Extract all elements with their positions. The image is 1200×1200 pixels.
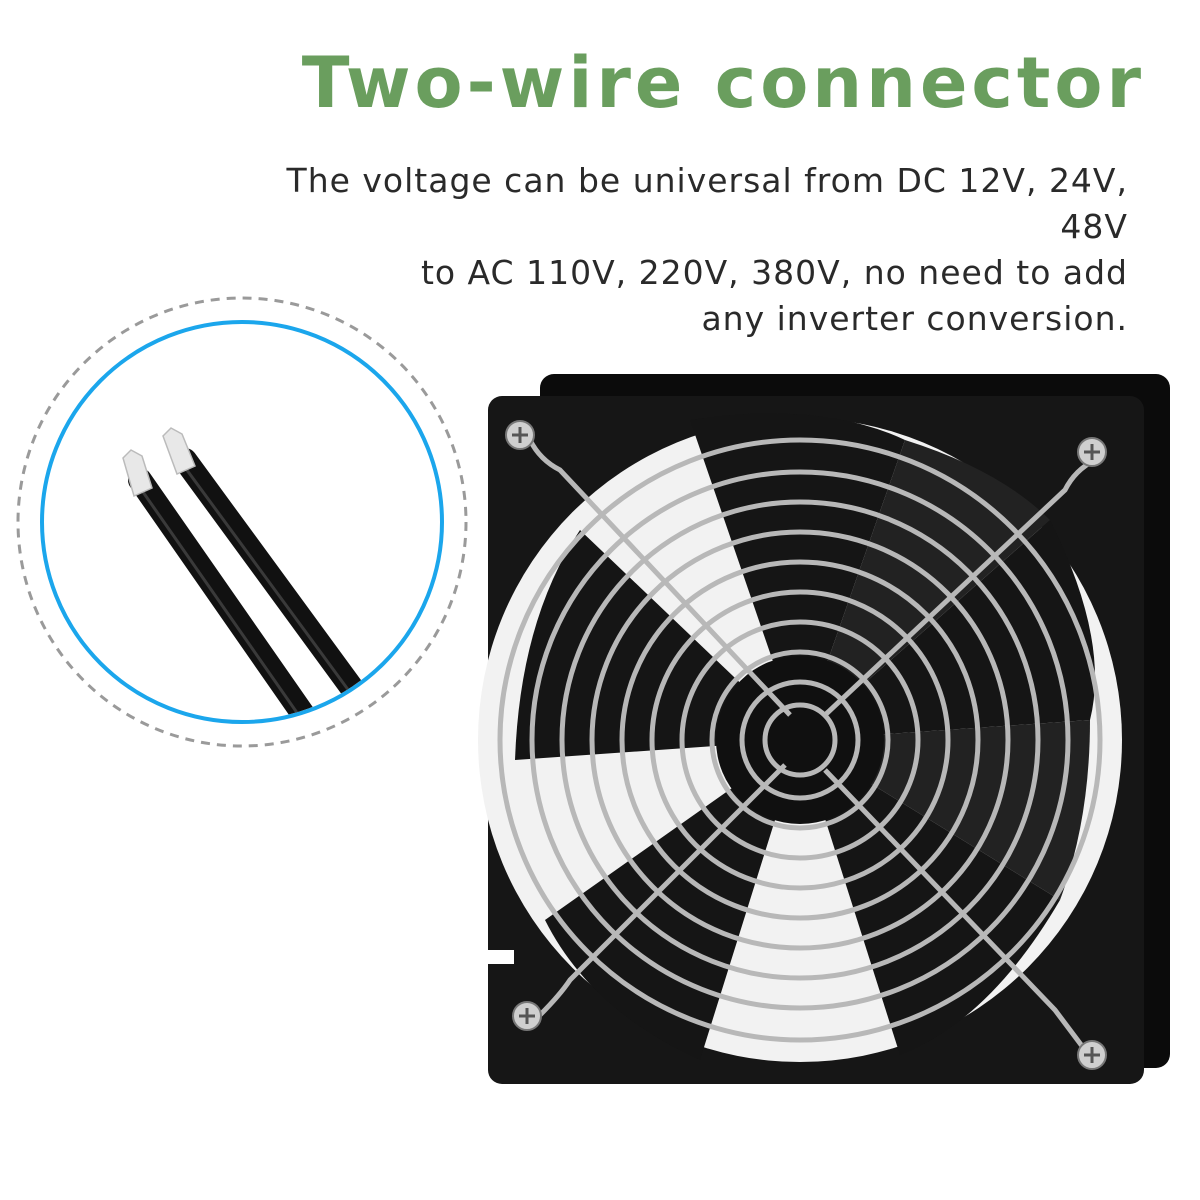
mounting-screws [505,420,1107,1070]
page-title: Two-wire connector [301,42,1145,124]
fan-blades [515,413,1095,1060]
description-line-3: any inverter conversion. [701,299,1128,338]
wire-tip-left [122,449,153,498]
mounting-slot [488,950,514,964]
description-line-1: The voltage can be universal from DC 12V… [286,161,1128,246]
wire-closeup-callout [16,296,468,748]
description-line-2: to AC 110V, 220V, 380V, no need to add [420,253,1128,292]
wire-tip-right [162,427,196,476]
fan-grill [497,437,1103,1052]
dashed-outer-ring [16,296,468,748]
voltage-description: The voltage can be universal from DC 12V… [228,158,1128,342]
